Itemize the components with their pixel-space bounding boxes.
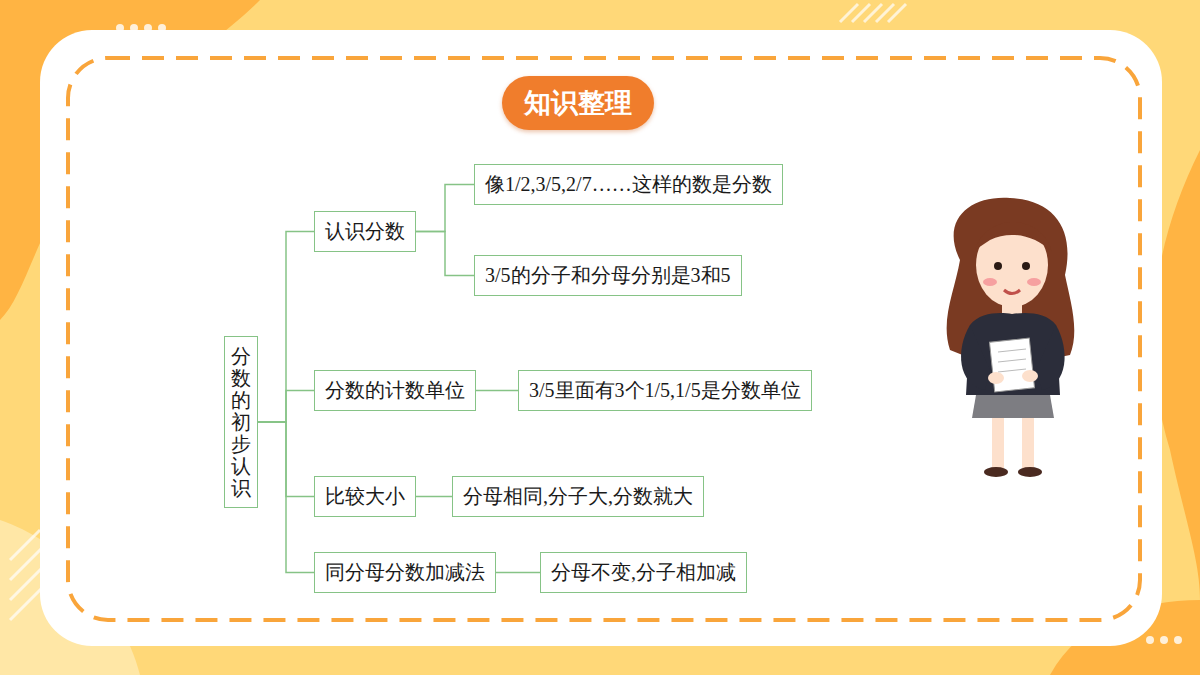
topic-box: 分数的计数单位: [314, 370, 476, 411]
box-text: 像1/2,3/5,2/7……这样的数是分数: [485, 173, 772, 195]
title-pill: 知识整理: [502, 76, 654, 130]
box-text: 同分母分数加减法: [325, 561, 485, 583]
branch-line: [258, 422, 314, 573]
branch-line: [416, 185, 474, 232]
box-text: 3/5里面有3个1/5,1/5是分数单位: [529, 379, 801, 401]
topic-box: 分母相同,分子大,分数就大: [452, 476, 704, 517]
box-text: 分母不变,分子相加减: [551, 561, 736, 583]
topic-box: 同分母分数加减法: [314, 552, 496, 593]
box-text: 分母相同,分子大,分数就大: [463, 485, 693, 507]
root-box: 分数的初步认识: [224, 336, 258, 508]
topic-box: 比较大小: [314, 476, 416, 517]
box-text: 分数的计数单位: [325, 379, 465, 401]
topic-box: 像1/2,3/5,2/7……这样的数是分数: [474, 164, 783, 205]
branch-line: [496, 572, 540, 574]
box-text: 比较大小: [325, 485, 405, 507]
branch-line: [416, 232, 474, 276]
box-text: 认识分数: [325, 220, 405, 242]
box-text: 3/5的分子和分母分别是3和5: [485, 264, 731, 286]
topic-box: 认识分数: [314, 211, 416, 252]
topic-box: 3/5里面有3个1/5,1/5是分数单位: [518, 370, 812, 411]
branch-line: [476, 390, 518, 392]
topic-box: 3/5的分子和分母分别是3和5: [474, 255, 742, 296]
branch-line: [258, 391, 314, 423]
topic-box: 分母不变,分子相加减: [540, 552, 747, 593]
teacher-illustration: [930, 190, 1090, 490]
branch-line: [416, 496, 452, 498]
branch-line: [258, 232, 314, 423]
box-text: 分数的初步认识: [231, 345, 251, 499]
